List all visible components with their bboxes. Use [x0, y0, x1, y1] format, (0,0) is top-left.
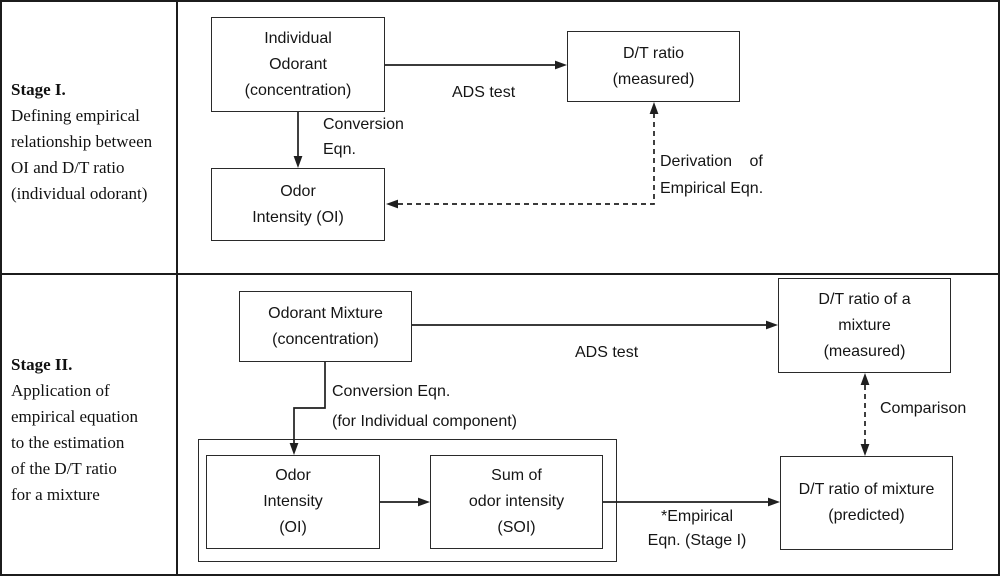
- node-line: D/T ratio of a: [818, 290, 911, 308]
- arrow-derivation-dashed: [386, 102, 659, 209]
- stage2-description-line: of the D/T ratio: [11, 459, 117, 478]
- node-line: Odorant: [269, 55, 327, 73]
- conversion-eqn-label-stage2: Conversion Eqn. (for Individual componen…: [332, 377, 517, 437]
- stage1-label-block: Stage I. Defining empirical relationship…: [11, 77, 173, 207]
- node-line: Odor: [275, 467, 311, 484]
- oi-soi-group-box: [198, 439, 617, 562]
- label-line: *Empirical: [660, 508, 733, 525]
- individual-odorant-box: Individual Odorant (concentration): [211, 17, 385, 112]
- ads-test-label-stage2: ADS test: [575, 344, 639, 361]
- stage2-description-line: empirical equation: [11, 407, 138, 426]
- stage1-description-line: OI and D/T ratio: [11, 158, 125, 177]
- node-line: Intensity: [263, 493, 323, 510]
- dt-mixture-measured-box: D/T ratio of a mixture (measured): [778, 278, 951, 373]
- node-line: (OI): [279, 519, 307, 536]
- sum-odor-intensity-box: Sum of odor intensity (SOI): [430, 455, 603, 549]
- label-line: Conversion Eqn.: [332, 383, 451, 400]
- odor-intensity-mixture-box: Odor Intensity (OI): [206, 455, 380, 549]
- node-line: odor intensity: [468, 493, 565, 510]
- stage-divider-line: [2, 273, 998, 275]
- stage1-description-line: (individual odorant): [11, 184, 148, 203]
- node-line: (predicted): [828, 507, 905, 524]
- arrow-individual-to-dtmeasured: [385, 60, 567, 70]
- stage1-title: Stage I.: [11, 80, 66, 99]
- comparison-label: Comparison: [880, 400, 967, 417]
- stage2-description-line: for a mixture: [11, 485, 100, 504]
- node-line: Intensity (OI): [252, 208, 344, 226]
- node-line: D/T ratio of mixture: [798, 481, 935, 498]
- node-line: (SOI): [497, 519, 536, 536]
- ads-test-label-stage1: ADS test: [452, 84, 516, 101]
- stage1-description-line: relationship between: [11, 132, 153, 151]
- arrow-individual-to-oi: [293, 112, 303, 168]
- stage1-description-line: Defining empirical: [11, 106, 140, 125]
- dt-mixture-predicted-box: D/T ratio of mixture (predicted): [780, 456, 953, 550]
- node-line: (measured): [612, 70, 695, 88]
- stage2-label-block: Stage II. Application of empirical equat…: [11, 352, 173, 508]
- node-line: Sum of: [491, 467, 542, 484]
- stage2-title: Stage II.: [11, 355, 73, 374]
- node-line: mixture: [838, 316, 891, 334]
- dt-ratio-measured-box: D/T ratio (measured): [567, 31, 740, 102]
- label-line: (for Individual component): [332, 413, 517, 430]
- arrow-comparison-dashed: [860, 373, 870, 456]
- node-line: (concentration): [272, 330, 379, 348]
- node-line: Individual: [264, 29, 332, 47]
- label-line: Empirical Eqn.: [660, 180, 764, 197]
- conversion-eqn-label-stage1: Conversion Eqn.: [323, 112, 404, 162]
- node-line: D/T ratio: [622, 44, 685, 62]
- odorant-mixture-box: Odorant Mixture (concentration): [239, 291, 412, 362]
- odor-intensity-box: Odor Intensity (OI): [211, 168, 385, 241]
- label-line: Derivation of: [660, 153, 763, 170]
- stage2-description-line: to the estimation: [11, 433, 125, 452]
- node-line: Odor: [280, 182, 316, 200]
- node-line: (measured): [823, 342, 906, 360]
- label-line: Conversion: [323, 116, 404, 133]
- label-line: Eqn. (Stage I): [647, 532, 747, 549]
- label-line: Eqn.: [323, 141, 356, 158]
- stage2-description-line: Application of: [11, 381, 110, 400]
- derivation-label: Derivation of Empirical Eqn.: [660, 148, 763, 202]
- node-line: (concentration): [244, 81, 352, 99]
- node-line: Odorant Mixture: [268, 304, 383, 322]
- arrow-mixture-to-dtmeasured: [412, 320, 778, 330]
- empirical-eqn-label: *Empirical Eqn. (Stage I): [637, 505, 757, 553]
- column-divider-line: [176, 2, 178, 574]
